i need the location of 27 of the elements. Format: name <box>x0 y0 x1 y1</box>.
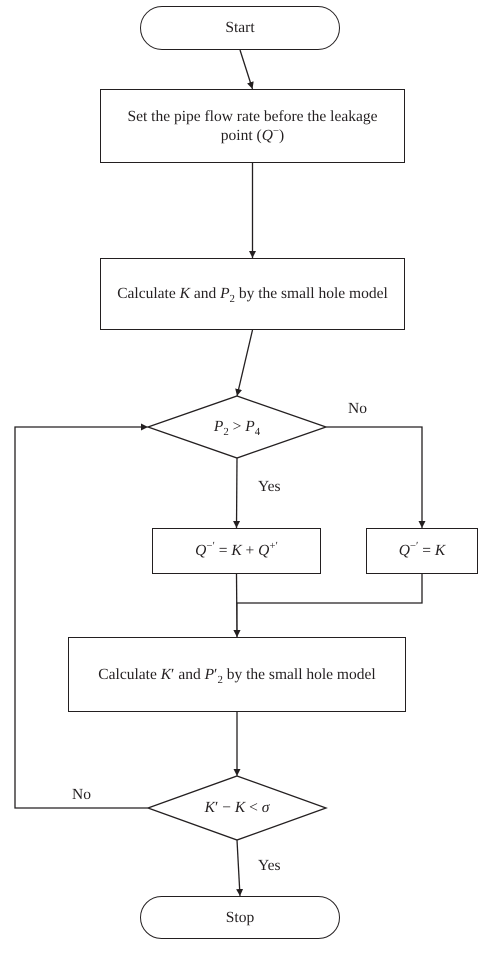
decision-diamond <box>148 776 326 840</box>
arrow <box>239 50 254 90</box>
process-box <box>152 528 321 574</box>
terminal-box <box>140 6 340 50</box>
arrow <box>236 840 244 896</box>
node-text: Q$^{−′}$ = K <box>398 541 446 561</box>
node-text: Start <box>225 18 255 38</box>
decision-diamond <box>148 396 326 458</box>
node-text: P$_{2}$ > P$_{4}$ <box>214 417 260 437</box>
node-text: Stop <box>226 908 254 928</box>
arrow <box>326 426 426 528</box>
arrow <box>233 458 240 528</box>
node-text: K′ − K < σ <box>204 798 270 818</box>
arrow <box>14 424 148 809</box>
node-text: Set the pipe flow rate before the leakage point (Q$^{−}$) <box>126 106 379 146</box>
arrow <box>235 330 254 396</box>
process-box <box>100 89 405 163</box>
process-box <box>100 258 405 330</box>
terminal-box <box>140 896 340 939</box>
node-text: Calculate K and P$_{2}$ by the small hole model <box>117 284 388 304</box>
arrow <box>234 574 423 637</box>
process-box <box>366 528 478 574</box>
node-text: Q$^{−′}$ = K + Q$^{+′}$ <box>195 541 278 561</box>
process-box <box>68 637 406 712</box>
arrow <box>249 163 256 258</box>
arrow <box>234 712 240 776</box>
node-text: Calculate K′ and P′$_{2}$ by the small hole model <box>98 664 376 684</box>
